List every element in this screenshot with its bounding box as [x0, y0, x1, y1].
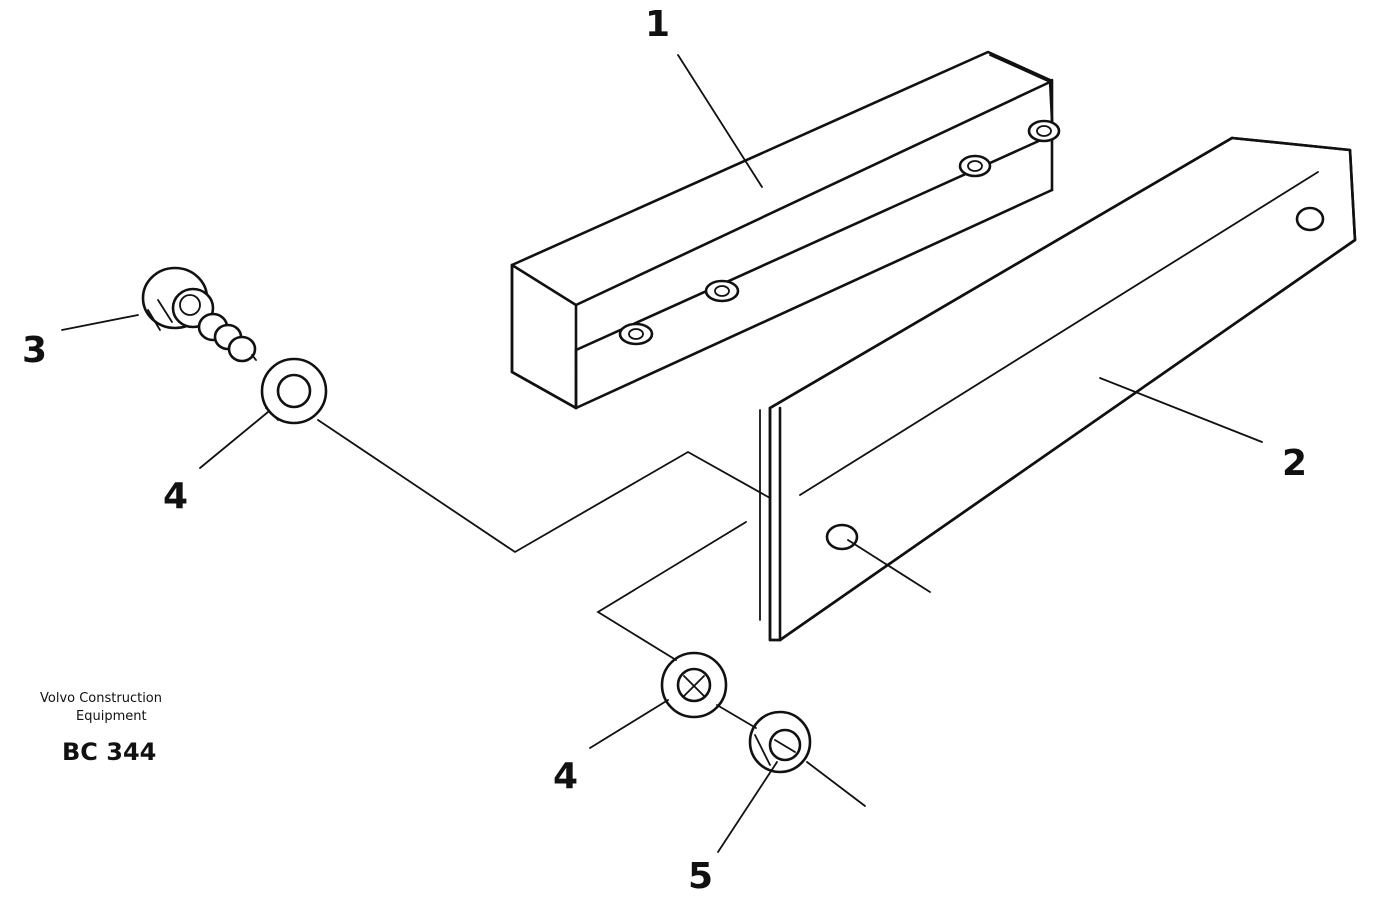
leader-lines — [61, 54, 1263, 853]
part-3-bolt — [141, 266, 257, 363]
part-1-holes — [618, 119, 1061, 346]
callout-3: 3 — [22, 330, 47, 371]
leader-4-lower — [589, 699, 669, 749]
leader-5 — [717, 761, 778, 853]
part-5-nut — [748, 710, 812, 774]
callout-1: 1 — [645, 4, 670, 45]
hole — [825, 523, 859, 551]
assembly-lines — [251, 354, 931, 807]
leader-1 — [677, 54, 763, 188]
hole — [958, 154, 992, 178]
callout-2: 2 — [1282, 443, 1307, 484]
part-2-holes — [825, 206, 1325, 551]
hole — [1295, 206, 1325, 232]
part-2-angle-bracket — [759, 136, 1357, 642]
assembly-line-upper — [317, 419, 771, 554]
drawing-code: BC 344 — [62, 738, 156, 766]
callout-5: 5 — [688, 856, 713, 897]
callout-4-lower: 4 — [553, 756, 578, 797]
leader-3 — [61, 314, 139, 331]
part-4-washer-upper — [260, 357, 328, 425]
hole — [618, 322, 654, 346]
leader-2 — [1099, 377, 1263, 443]
callout-4-upper: 4 — [163, 476, 188, 517]
credit-division: Equipment — [76, 709, 147, 724]
credit-company: Volvo Construction — [40, 691, 162, 706]
assembly-line-lower — [596, 521, 747, 661]
leader-4-upper — [199, 411, 269, 469]
hole — [1027, 119, 1061, 143]
hole — [704, 279, 740, 303]
part-4-washer-lower — [660, 651, 728, 719]
